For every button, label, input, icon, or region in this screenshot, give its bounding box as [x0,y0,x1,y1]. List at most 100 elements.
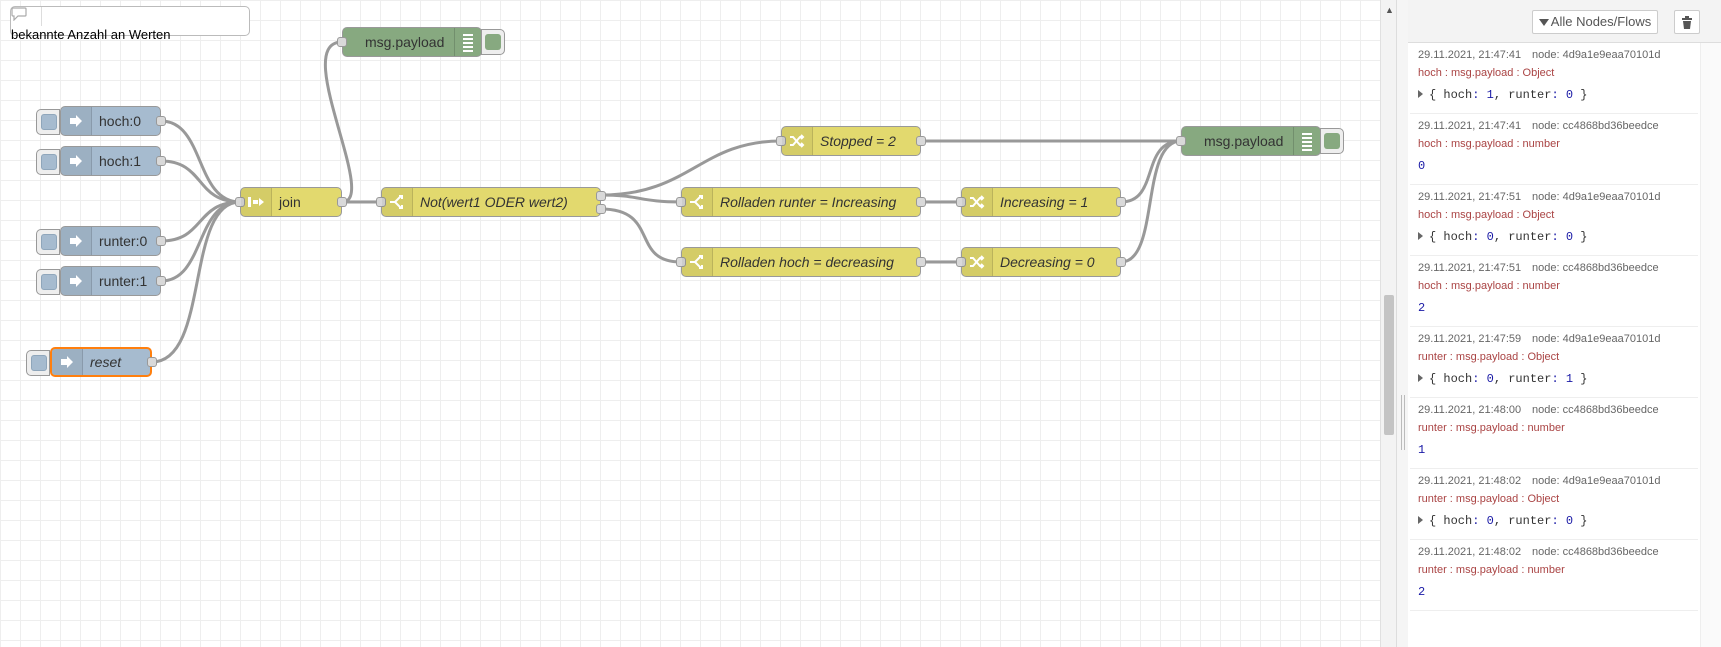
output-port[interactable] [337,197,347,207]
node-label: runter:0 [99,233,148,249]
input-port[interactable] [376,197,386,207]
inject-node-hoch0[interactable]: hoch:0 [60,106,166,136]
change-node-decreasing[interactable]: Decreasing = 0 [956,247,1126,277]
message-node-id[interactable]: node: cc4868bd36beedce [1532,546,1659,558]
output-port[interactable] [916,197,926,207]
switch-icon [382,188,413,216]
inject-node-runter0[interactable]: runter:0 [60,226,166,256]
message-value[interactable]: { hoch: 0, runter: 0 } [1418,514,1698,528]
wire-decreasing-debug [1120,139,1182,264]
output-port[interactable] [147,357,157,367]
switch-node-runter[interactable]: Rolladen runter = Increasing [676,187,926,217]
output-port[interactable] [156,116,166,126]
debug-toggle-button[interactable] [1320,128,1344,154]
change-node-increasing[interactable]: Increasing = 1 [956,187,1126,217]
inject-node-hoch1[interactable]: hoch:1 [60,146,166,176]
inject-node-runter1[interactable]: runter:1 [60,266,166,296]
comment-node[interactable]: bekannte Anzahl an Werten [10,6,250,42]
message-value[interactable]: { hoch: 0, runter: 1 } [1418,372,1698,386]
output-port-1[interactable] [596,191,606,201]
message-value: 0 [1418,159,1698,173]
output-port-2[interactable] [596,204,606,214]
sidebar-scrollbar[interactable] [1700,43,1721,647]
input-port[interactable] [776,136,786,146]
message-node-id[interactable]: node: cc4868bd36beedce [1532,120,1659,132]
debug-message[interactable]: 29.11.2021, 21:47:41 node: 4d9a1e9eaa7010… [1410,43,1698,114]
clear-messages-button[interactable] [1674,10,1700,34]
input-port[interactable] [956,197,966,207]
expand-caret-icon[interactable] [1418,374,1423,382]
output-port[interactable] [916,257,926,267]
expand-caret-icon[interactable] [1418,516,1423,524]
filter-button[interactable]: Alle Nodes/Flows [1532,10,1658,34]
expand-caret-icon[interactable] [1418,90,1423,98]
message-node-id[interactable]: node: cc4868bd36beedce [1532,262,1659,274]
input-port[interactable] [1176,136,1186,146]
join-node[interactable]: join [235,187,347,217]
message-value[interactable]: { hoch: 0, runter: 0 } [1418,230,1698,244]
node-label: hoch:0 [99,113,142,129]
inject-button[interactable] [36,269,60,295]
message-value-text: 0 [1418,159,1426,173]
node-label: Stopped = 2 [820,133,896,149]
message-value: 2 [1418,301,1698,315]
input-port[interactable] [235,197,245,207]
input-port[interactable] [337,37,347,47]
debug-message[interactable]: 29.11.2021, 21:47:51 node: 4d9a1e9eaa7010… [1410,185,1698,256]
wire-switch-hoch [600,207,682,264]
splitter-grip[interactable] [1401,395,1405,450]
message-node-id[interactable]: node: cc4868bd36beedce [1532,404,1659,416]
output-port[interactable] [1116,197,1126,207]
message-node-id[interactable]: node: 4d9a1e9eaa70101d [1532,475,1661,487]
debug-node-top[interactable]: msg.payload [337,27,482,57]
inject-node-reset[interactable]: reset [50,347,157,377]
inject-button[interactable] [26,350,50,376]
change-node-stopped[interactable]: Stopped = 2 [776,126,926,156]
node-label: hoch:1 [99,153,142,169]
message-node-id[interactable]: node: 4d9a1e9eaa70101d [1532,333,1661,345]
workspace-scrollbar[interactable]: ▲ [1380,0,1397,647]
message-node-id[interactable]: node: 4d9a1e9eaa70101d [1532,191,1661,203]
shuffle-icon [782,127,813,155]
flow-workspace[interactable]: bekannte Anzahl an Werten hoch:0 hoch:1 … [0,0,1380,647]
scrollbar-thumb[interactable] [1384,295,1394,435]
debug-toggle-button[interactable] [481,29,505,55]
wire-switch-runter [600,193,682,204]
inject-button[interactable] [36,149,60,175]
inject-button[interactable] [36,229,60,255]
output-port[interactable] [916,136,926,146]
input-port[interactable] [676,257,686,267]
message-timestamp: 29.11.2021, 21:47:51 [1418,191,1522,203]
input-port[interactable] [676,197,686,207]
output-port[interactable] [1116,257,1126,267]
message-timestamp: 29.11.2021, 21:47:41 [1418,49,1522,61]
message-node-id[interactable]: node: 4d9a1e9eaa70101d [1532,49,1661,61]
scroll-up-arrow-icon[interactable]: ▲ [1385,5,1394,15]
switch-node-not[interactable]: Not(wert1 ODER wert2) [376,187,606,217]
wire-hoch1-join [160,159,241,204]
message-value: 2 [1418,585,1698,599]
input-port[interactable] [956,257,966,267]
output-port[interactable] [156,156,166,166]
expand-caret-icon[interactable] [1418,232,1423,240]
arrow-in-icon [61,107,92,135]
message-value[interactable]: { hoch: 1, runter: 0 } [1418,88,1698,102]
output-port[interactable] [156,236,166,246]
output-port[interactable] [156,276,166,286]
switch-node-hoch[interactable]: Rolladen hoch = decreasing [676,247,926,277]
filter-icon [1538,19,1549,27]
message-value-text: 2 [1418,585,1426,599]
inject-button[interactable] [36,109,60,135]
node-label: Rolladen runter = Increasing [720,194,897,210]
message-meta: 29.11.2021, 21:47:51 node: 4d9a1e9eaa7010… [1418,191,1698,209]
debug-node-right[interactable]: msg.payload [1176,126,1321,156]
